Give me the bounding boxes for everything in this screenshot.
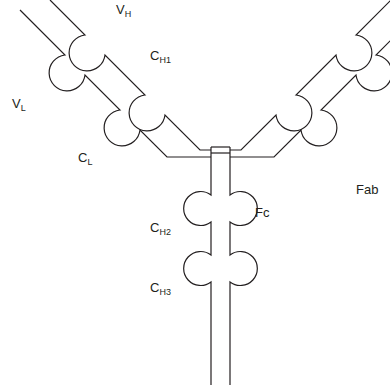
domain-label: CH2 xyxy=(150,220,171,240)
domain-label: CH1 xyxy=(150,48,171,68)
domain-label: VH xyxy=(116,2,131,22)
light-chain xyxy=(230,10,390,157)
heavy-chain-fc xyxy=(230,147,257,385)
hinge-bond xyxy=(211,146,230,147)
light-chain xyxy=(20,10,211,157)
heavy-chain-fab xyxy=(50,0,211,150)
domain-label: VL xyxy=(12,96,26,116)
domain-label: CL xyxy=(78,150,92,170)
heavy-chain-fc xyxy=(184,147,211,385)
heavy-chain-fab xyxy=(230,0,390,150)
domain-label: CH3 xyxy=(150,280,171,300)
fragment-label: Fc xyxy=(255,205,269,221)
hinge-bond xyxy=(211,152,230,153)
fragment-label: Fab xyxy=(356,182,378,198)
